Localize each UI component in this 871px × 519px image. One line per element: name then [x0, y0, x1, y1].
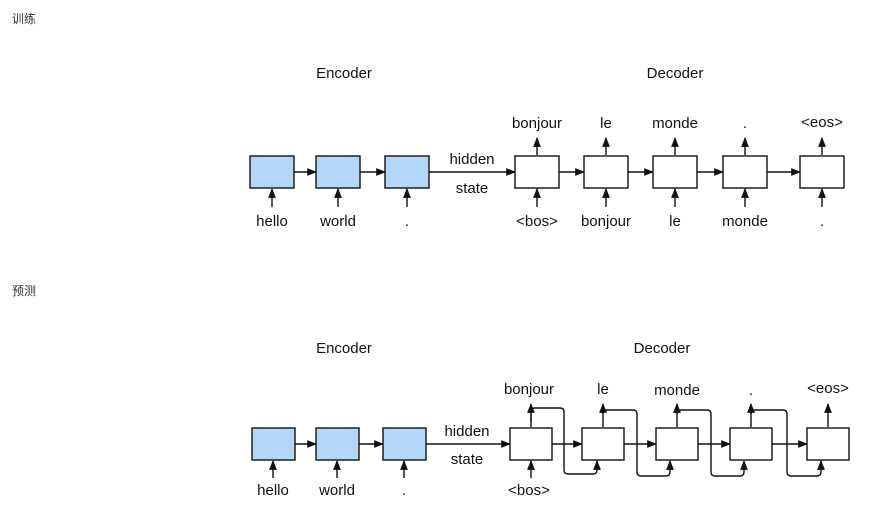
encoder-cell [382, 427, 427, 461]
decoder-cell [509, 427, 553, 461]
encoder-title: Encoder [316, 340, 372, 357]
hidden-label: hidden [449, 151, 494, 168]
decoder-cell [652, 155, 698, 189]
feedback-loop-arrow [602, 409, 674, 477]
decoder-output-label: <eos> [801, 114, 843, 131]
state-label: state [451, 451, 484, 468]
encoder-cell [251, 427, 296, 461]
decoder-output-label: le [597, 381, 609, 398]
encoder-cell [249, 155, 295, 189]
decoder-output-label: . [749, 382, 753, 399]
prediction-diagram: Encoder Decoder hidden state hello world… [251, 340, 850, 499]
decoder-input-label: . [820, 213, 824, 230]
encoder-input-label: . [402, 482, 406, 499]
decoder-cell [799, 155, 845, 189]
decoder-cell [729, 427, 773, 461]
hidden-label: hidden [444, 423, 489, 440]
encoder-input-label: hello [256, 213, 288, 230]
decoder-output-label: monde [654, 382, 700, 399]
encoder-input-label: world [318, 482, 355, 499]
feedback-loop-arrow [676, 409, 748, 477]
training-diagram: Encoder Decoder hidden state hello world… [249, 65, 845, 230]
decoder-cell [581, 427, 625, 461]
encoder-cell [315, 155, 361, 189]
encoder-cell [384, 155, 430, 189]
decoder-input-label: monde [722, 213, 768, 230]
decoder-cell [514, 155, 560, 189]
feedback-loop-arrow [750, 409, 825, 477]
section-label-prediction: 预测 [12, 284, 37, 298]
encoder-input-label: hello [257, 482, 289, 499]
decoder-cell [583, 155, 629, 189]
decoder-output-label: le [600, 115, 612, 132]
section-label-training: 训练 [12, 12, 37, 26]
encoder-cell [315, 427, 360, 461]
decoder-output-label: <eos> [807, 380, 849, 397]
decoder-input-label: bonjour [581, 213, 631, 230]
decoder-input-label: le [669, 213, 681, 230]
feedback-loop-arrow [530, 407, 601, 475]
decoder-output-label: bonjour [504, 381, 554, 398]
decoder-title: Decoder [647, 65, 704, 82]
decoder-cell [806, 427, 850, 461]
decoder-output-label: . [743, 115, 747, 132]
state-label: state [456, 180, 489, 197]
decoder-output-label: monde [652, 115, 698, 132]
decoder-output-label: bonjour [512, 115, 562, 132]
decoder-title: Decoder [634, 340, 691, 357]
encoder-title: Encoder [316, 65, 372, 82]
encoder-input-label: world [319, 213, 356, 230]
encoder-input-label: . [405, 213, 409, 230]
decoder-input-label: <bos> [508, 482, 550, 499]
decoder-input-label: <bos> [516, 213, 558, 230]
decoder-cell [722, 155, 768, 189]
decoder-cell [655, 427, 699, 461]
